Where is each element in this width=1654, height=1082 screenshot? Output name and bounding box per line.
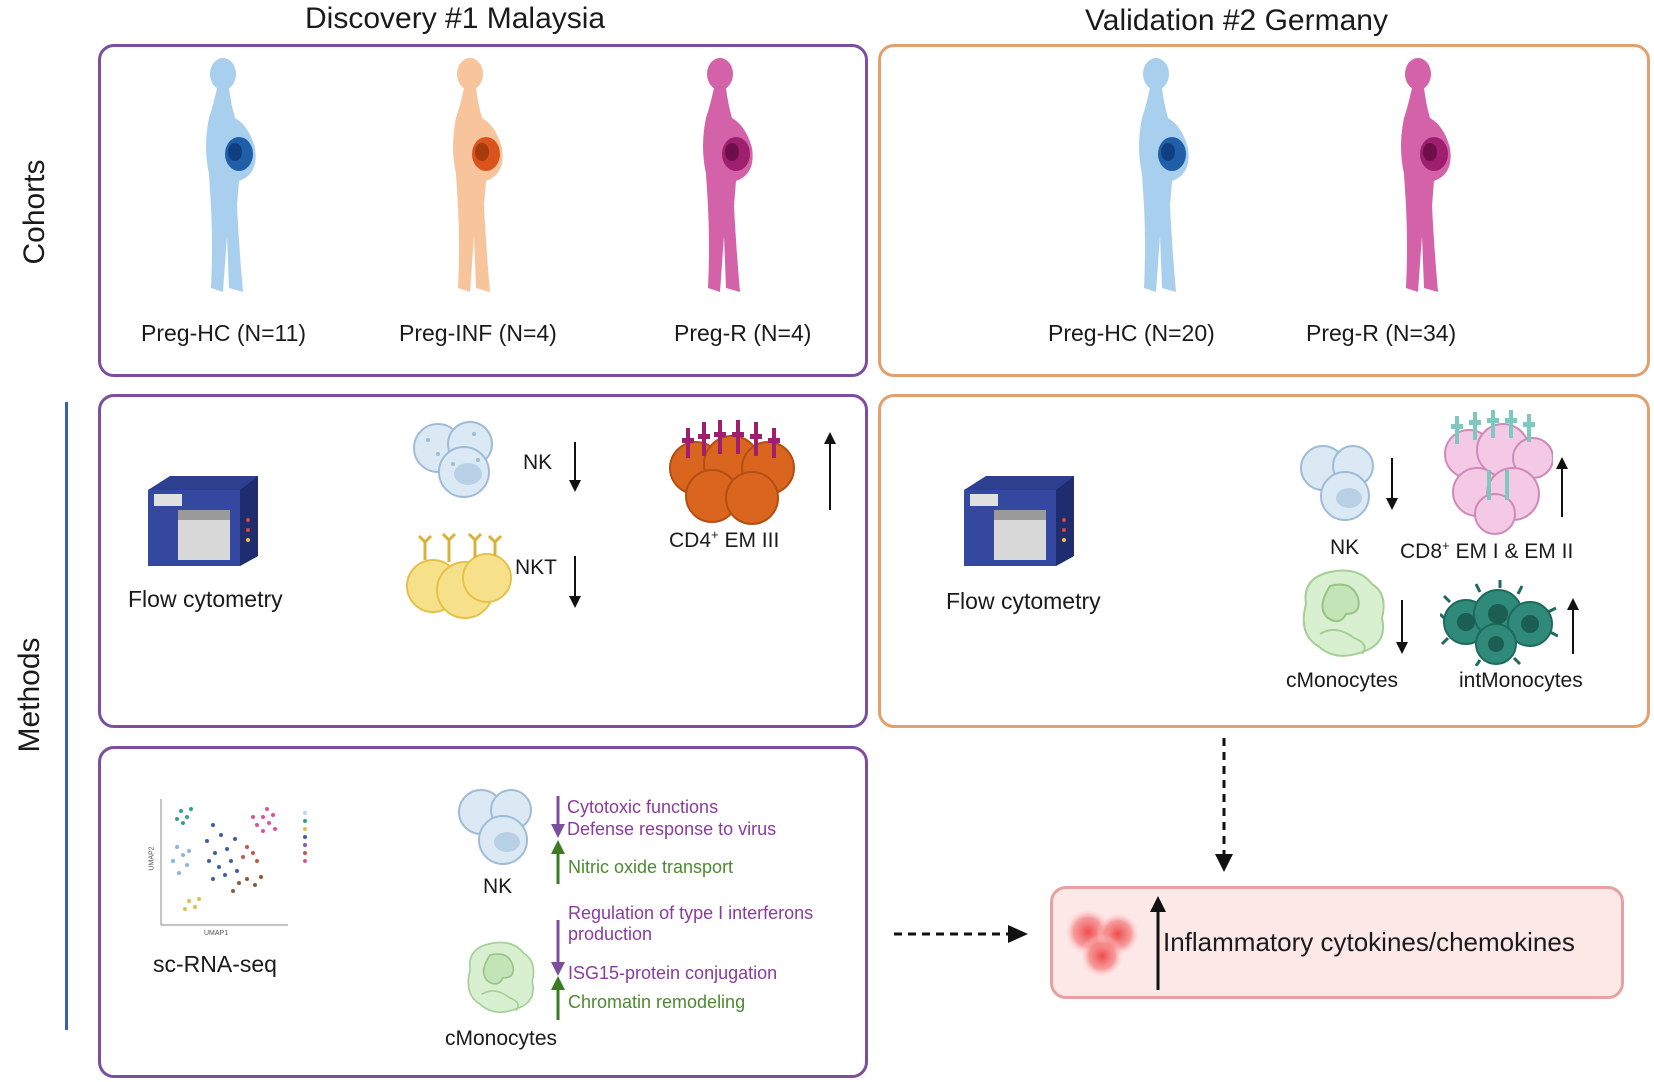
cmono-term-production: production: [568, 924, 653, 944]
cd4-em-cell-icon: [668, 418, 798, 526]
nk-down-arrow: [567, 442, 583, 494]
outcome-label: Inflammatory cytokines/chemokines: [1163, 927, 1575, 957]
umap-y-label: UMAP2: [148, 846, 156, 871]
pregnant-figure-hc: [183, 56, 263, 300]
cohort-label-preg-r-validation: Preg-R (N=34): [1306, 320, 1457, 346]
nk-cell-icon-validation: [1297, 442, 1381, 526]
nk-label-scrna: NK: [483, 875, 513, 898]
nk-label-validation: NK: [1330, 536, 1360, 559]
cmonocyte-cell-icon-scrna: [462, 936, 542, 1020]
nk-down-arrow-scrna: [550, 796, 566, 840]
intmonocyte-cell-icon: [1440, 578, 1558, 666]
scrna-to-outcome-arrow: [894, 922, 1030, 946]
discovery-header: Discovery #1 Malaysia: [305, 2, 606, 35]
nk-label: NK: [523, 451, 553, 474]
cmono-term-interferon: Regulation of type I interferons: [568, 903, 814, 923]
nkt-label: NKT: [515, 556, 557, 579]
cohorts-row-label: Cohorts: [18, 159, 51, 265]
cmono-up-arrow-scrna: [550, 976, 566, 1020]
nk-term-cytotoxic: Cytotoxic functions: [567, 797, 719, 817]
pregnant-figure-inf: [430, 56, 510, 300]
pregnant-figure-hc-validation: [1116, 56, 1196, 300]
intmono-up-arrow: [1565, 596, 1581, 654]
outcome-box: [1050, 886, 1624, 999]
outcome-up-arrow: [1148, 896, 1168, 990]
nk-up-arrow-scrna: [550, 840, 566, 884]
umap-x-label: UMAP1: [204, 930, 229, 937]
nkt-cell-icon: [405, 528, 515, 624]
cmonocytes-label-scrna: cMonocytes: [445, 1027, 558, 1050]
cmono-term-isg15: ISG15-protein conjugation: [568, 963, 778, 983]
methods-bracket-line: [65, 402, 68, 1030]
nk-down-arrow-validation: [1384, 458, 1400, 512]
nk-cell-icon-scrna: [455, 786, 539, 870]
flow-cytometry-label-validation: Flow cytometry: [946, 588, 1101, 614]
cohort-label-preg-r: Preg-R (N=4): [674, 320, 812, 346]
cmono-down-arrow-scrna: [550, 920, 566, 978]
cd8-em-label: CD8+ EM I & EM II: [1400, 538, 1574, 563]
cohort-label-preg-hc: Preg-HC (N=11): [141, 320, 307, 346]
flow-cytometer-icon-validation: [956, 470, 1081, 570]
umap-scatter-icon: [143, 795, 323, 945]
validation-to-outcome-arrow: [1212, 738, 1236, 874]
cmono-down-arrow-validation: [1394, 600, 1410, 656]
methods-row-label: Methods: [13, 637, 46, 753]
validation-header: Validation #2 Germany: [1085, 4, 1388, 37]
nkt-down-arrow: [567, 556, 583, 610]
cohort-label-preg-hc-validation: Preg-HC (N=20): [1048, 320, 1215, 346]
nk-term-nitric-oxide: Nitric oxide transport: [568, 857, 734, 877]
pregnant-figure-r-validation: [1378, 56, 1458, 300]
flow-cytometry-label: Flow cytometry: [128, 586, 283, 612]
cmonocyte-cell-icon-validation: [1296, 564, 1394, 664]
cohort-label-preg-inf: Preg-INF (N=4): [399, 320, 557, 346]
cd8-em-cell-icon: [1443, 410, 1553, 535]
validation-cohorts-panel: [878, 44, 1650, 377]
pregnant-figure-r: [680, 56, 760, 300]
cytokine-cluster-icon: [1060, 902, 1150, 982]
nk-term-defense: Defense response to virus: [567, 819, 777, 839]
intmonocytes-label: intMonocytes: [1459, 669, 1583, 692]
flow-cytometer-icon: [140, 470, 265, 570]
cd4-em-label: CD4+ EM III: [669, 527, 780, 552]
scrna-seq-label: sc-RNA-seq: [153, 951, 277, 977]
nk-cell-icon: [408, 420, 503, 500]
cd4-up-arrow: [822, 430, 838, 510]
cmono-term-chromatin: Chromatin remodeling: [568, 992, 746, 1012]
cmonocytes-label-validation: cMonocytes: [1286, 669, 1399, 692]
cd8-up-arrow: [1554, 455, 1570, 517]
